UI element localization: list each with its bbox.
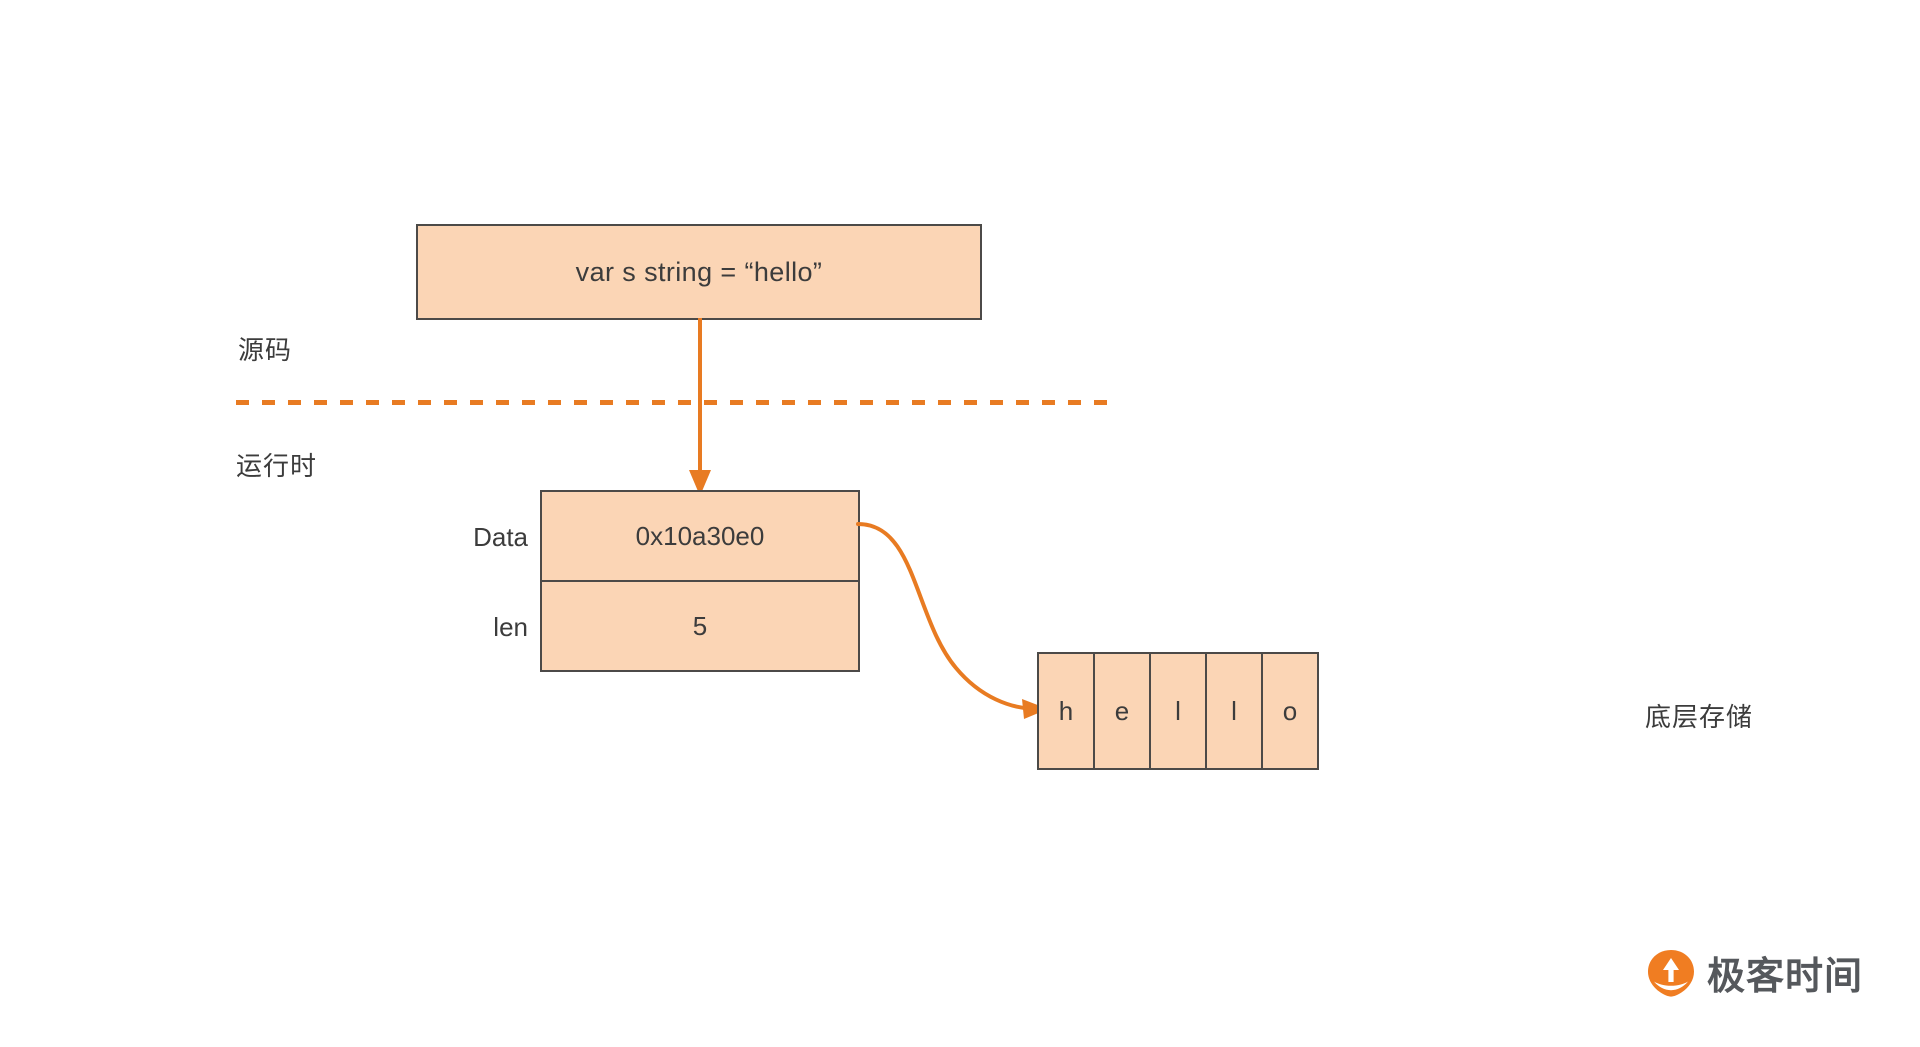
struct-row-len: 5 [540, 580, 860, 672]
runtime-section-label: 运行时 [236, 451, 318, 481]
source-to-runtime-arrow-icon [689, 318, 711, 496]
struct-field-label-len: len [493, 612, 528, 642]
struct-field-label-data: Data [473, 522, 528, 552]
source-code-text: var s string = “hello” [575, 256, 823, 287]
byte-cell: l [1149, 652, 1207, 770]
brand-name: 极客时间 [1707, 956, 1864, 998]
source-code-box: var s string = “hello” [416, 224, 982, 320]
geektime-logo-icon [1648, 949, 1694, 997]
byte-cell: o [1261, 652, 1319, 770]
backing-array-label: 底层存储 [1645, 702, 1754, 732]
backing-array: h e l l o [1037, 652, 1319, 770]
data-pointer-arrow-icon [856, 522, 1048, 719]
source-section-label: 源码 [238, 335, 293, 365]
struct-value-len: 5 [692, 610, 708, 641]
byte-cell: h [1037, 652, 1095, 770]
struct-row-data: 0x10a30e0 [540, 490, 860, 582]
byte-cell: l [1205, 652, 1263, 770]
string-header-struct: 0x10a30e0 5 [540, 490, 860, 672]
section-divider [236, 400, 1112, 405]
struct-value-data: 0x10a30e0 [635, 520, 765, 551]
brand-logo: 极客时间 [1645, 945, 1863, 1000]
byte-cell: e [1093, 652, 1151, 770]
